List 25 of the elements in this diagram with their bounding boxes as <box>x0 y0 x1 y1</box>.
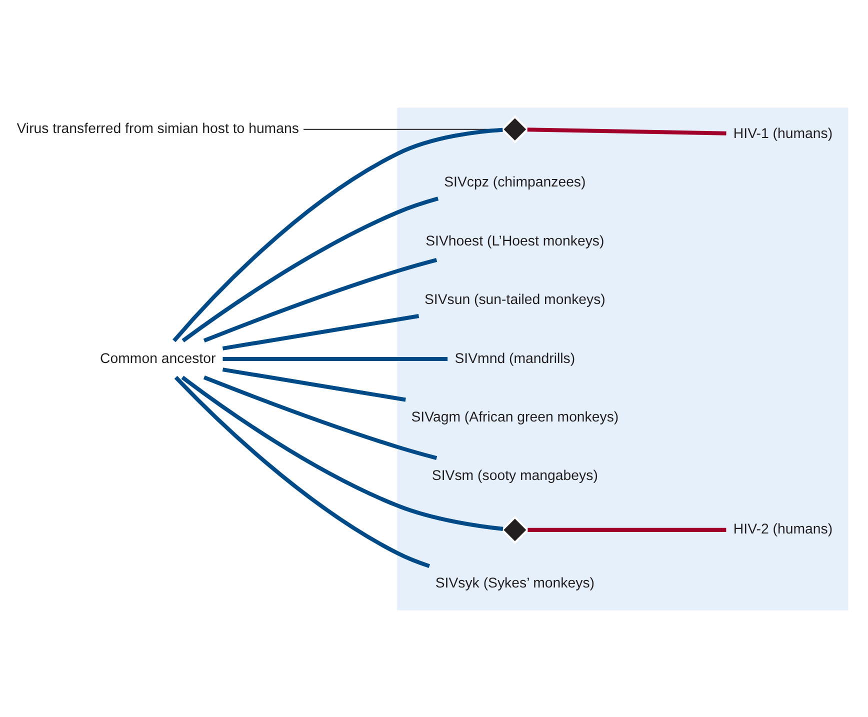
connector <box>222 314 420 350</box>
connector <box>222 356 448 361</box>
node-text: SIVcpz (chimpanzees) <box>444 174 586 190</box>
node-text: HIV-1 (humans) <box>733 126 833 142</box>
node-text: SIVmnd (mandrills) <box>454 350 576 366</box>
node-diamond <box>500 515 529 544</box>
connector <box>181 375 504 530</box>
connector <box>528 527 726 532</box>
cluster <box>397 107 848 610</box>
connector <box>182 196 439 342</box>
connector <box>203 374 438 460</box>
node-text: SIVsun (sun-tailed monkeys) <box>424 292 606 308</box>
connector <box>172 127 503 342</box>
connector <box>527 127 726 135</box>
node-text: SIVhoest (L’Hoest monkeys) <box>426 232 604 249</box>
connector <box>222 367 406 402</box>
node-text: Virus transferred from simian host to humans <box>16 120 299 137</box>
node-text: SIVsm (sooty mangabeys) <box>432 468 598 484</box>
node-text: Common ancestor <box>100 350 216 366</box>
node-text: HIV-2 (humans) <box>733 521 833 538</box>
node-diamond <box>500 114 529 143</box>
connector <box>174 375 430 568</box>
node-text: SIVagm (African green monkeys) <box>411 408 619 425</box>
connector <box>203 257 438 342</box>
node-text: SIVsyk (Sykes’ monkeys) <box>435 574 595 591</box>
